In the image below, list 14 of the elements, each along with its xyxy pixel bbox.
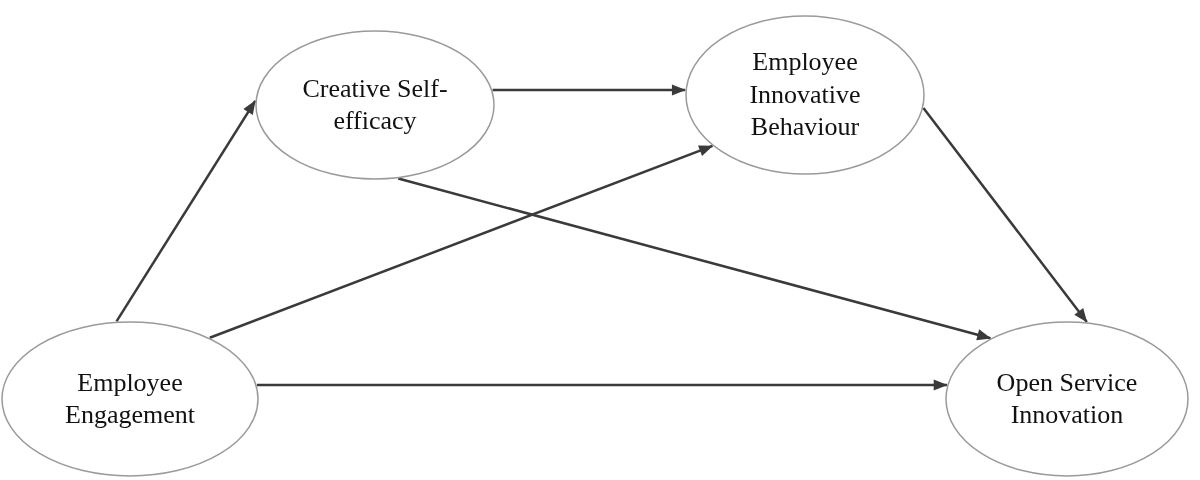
arrow xyxy=(115,100,257,323)
node-label: Employee Innovative Behaviour xyxy=(748,46,862,144)
ellipse-node xyxy=(945,321,1189,477)
arrow xyxy=(492,84,686,96)
node-label: Employee Engagement xyxy=(64,366,196,431)
arrow xyxy=(256,379,948,391)
ellipse-node xyxy=(255,30,495,180)
node-label: Open Service Innovation xyxy=(995,366,1139,431)
arrow xyxy=(397,177,992,341)
arrow xyxy=(209,144,714,339)
node-label: Creative Self-efficacy xyxy=(301,72,449,137)
arrow xyxy=(922,107,1088,323)
ellipse-node xyxy=(1,321,259,477)
ellipse-node xyxy=(685,15,925,175)
